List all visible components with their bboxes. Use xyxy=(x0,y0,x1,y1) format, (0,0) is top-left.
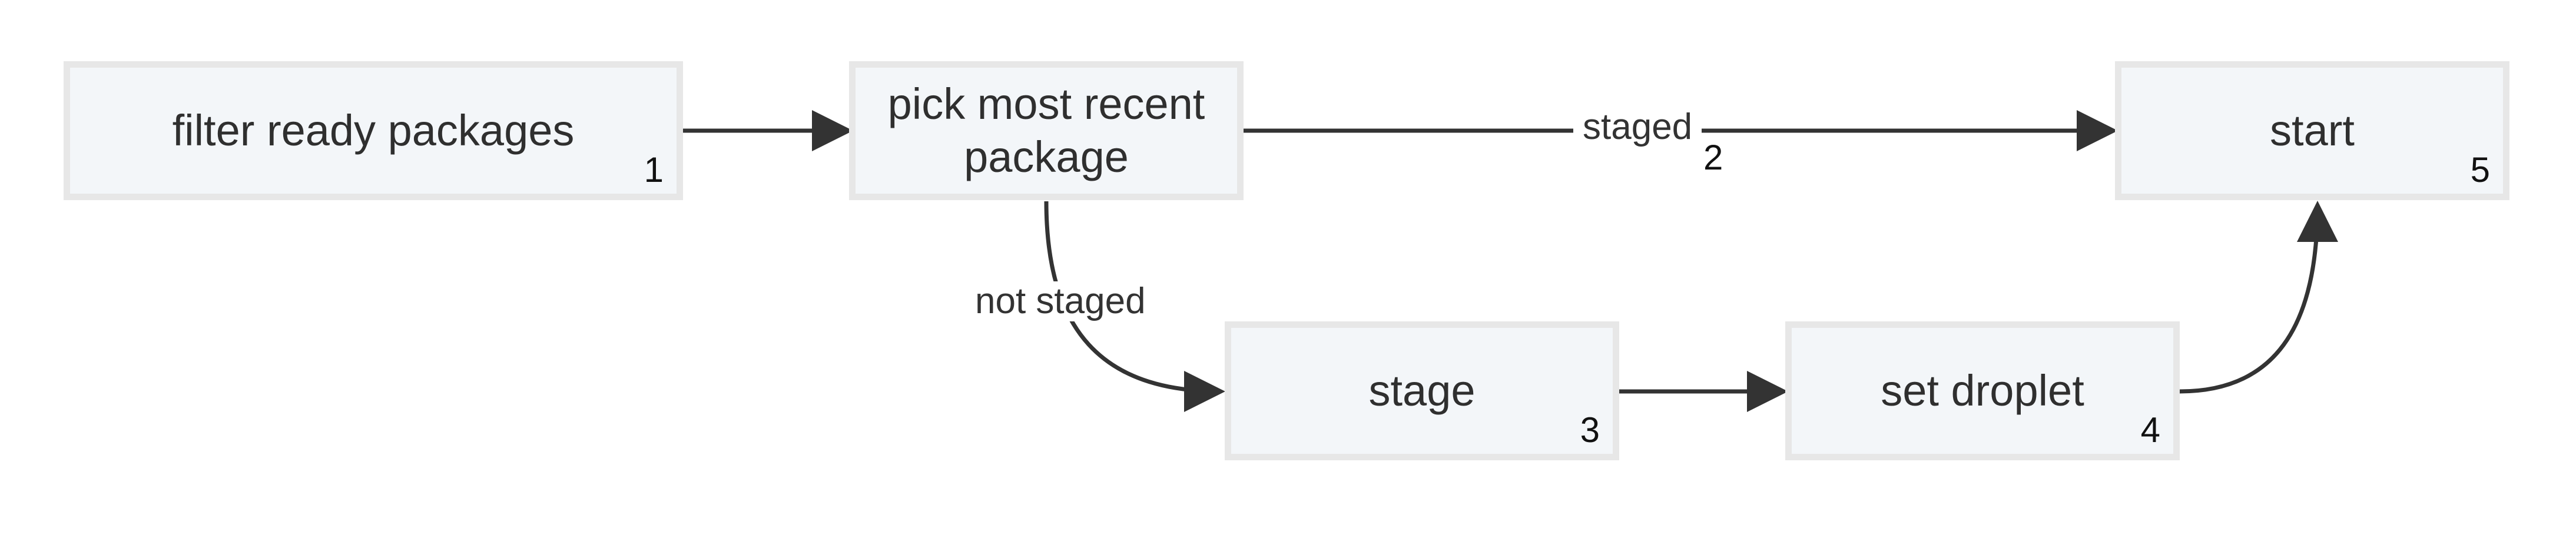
node-label: start xyxy=(2270,105,2355,155)
node-start: start 5 xyxy=(2115,61,2509,200)
node-label: pick most recent package xyxy=(887,79,1205,181)
node-set-droplet: set droplet 4 xyxy=(1785,321,2180,460)
node-number: 4 xyxy=(2140,410,2160,450)
edge-label-not-staged: not staged xyxy=(966,281,1155,322)
node-label: stage xyxy=(1368,366,1476,415)
node-filter-ready-packages: filter ready packages 1 xyxy=(64,61,683,200)
node-number: 5 xyxy=(2470,150,2490,190)
node-number: 1 xyxy=(644,150,664,190)
node-label: filter ready packages xyxy=(172,105,575,155)
edge-set-droplet-to-start xyxy=(2179,201,2338,394)
node-stage: stage 3 xyxy=(1225,321,1619,460)
node-pick-most-recent-package: pick most recent package xyxy=(849,61,1244,200)
edge-label-staged: staged xyxy=(1573,107,1702,148)
edge-pick-to-stage xyxy=(1044,201,1225,412)
node-label: set droplet xyxy=(1881,366,2084,415)
edge-number-staged: 2 xyxy=(1703,138,1723,177)
node-number: 3 xyxy=(1580,410,1600,450)
